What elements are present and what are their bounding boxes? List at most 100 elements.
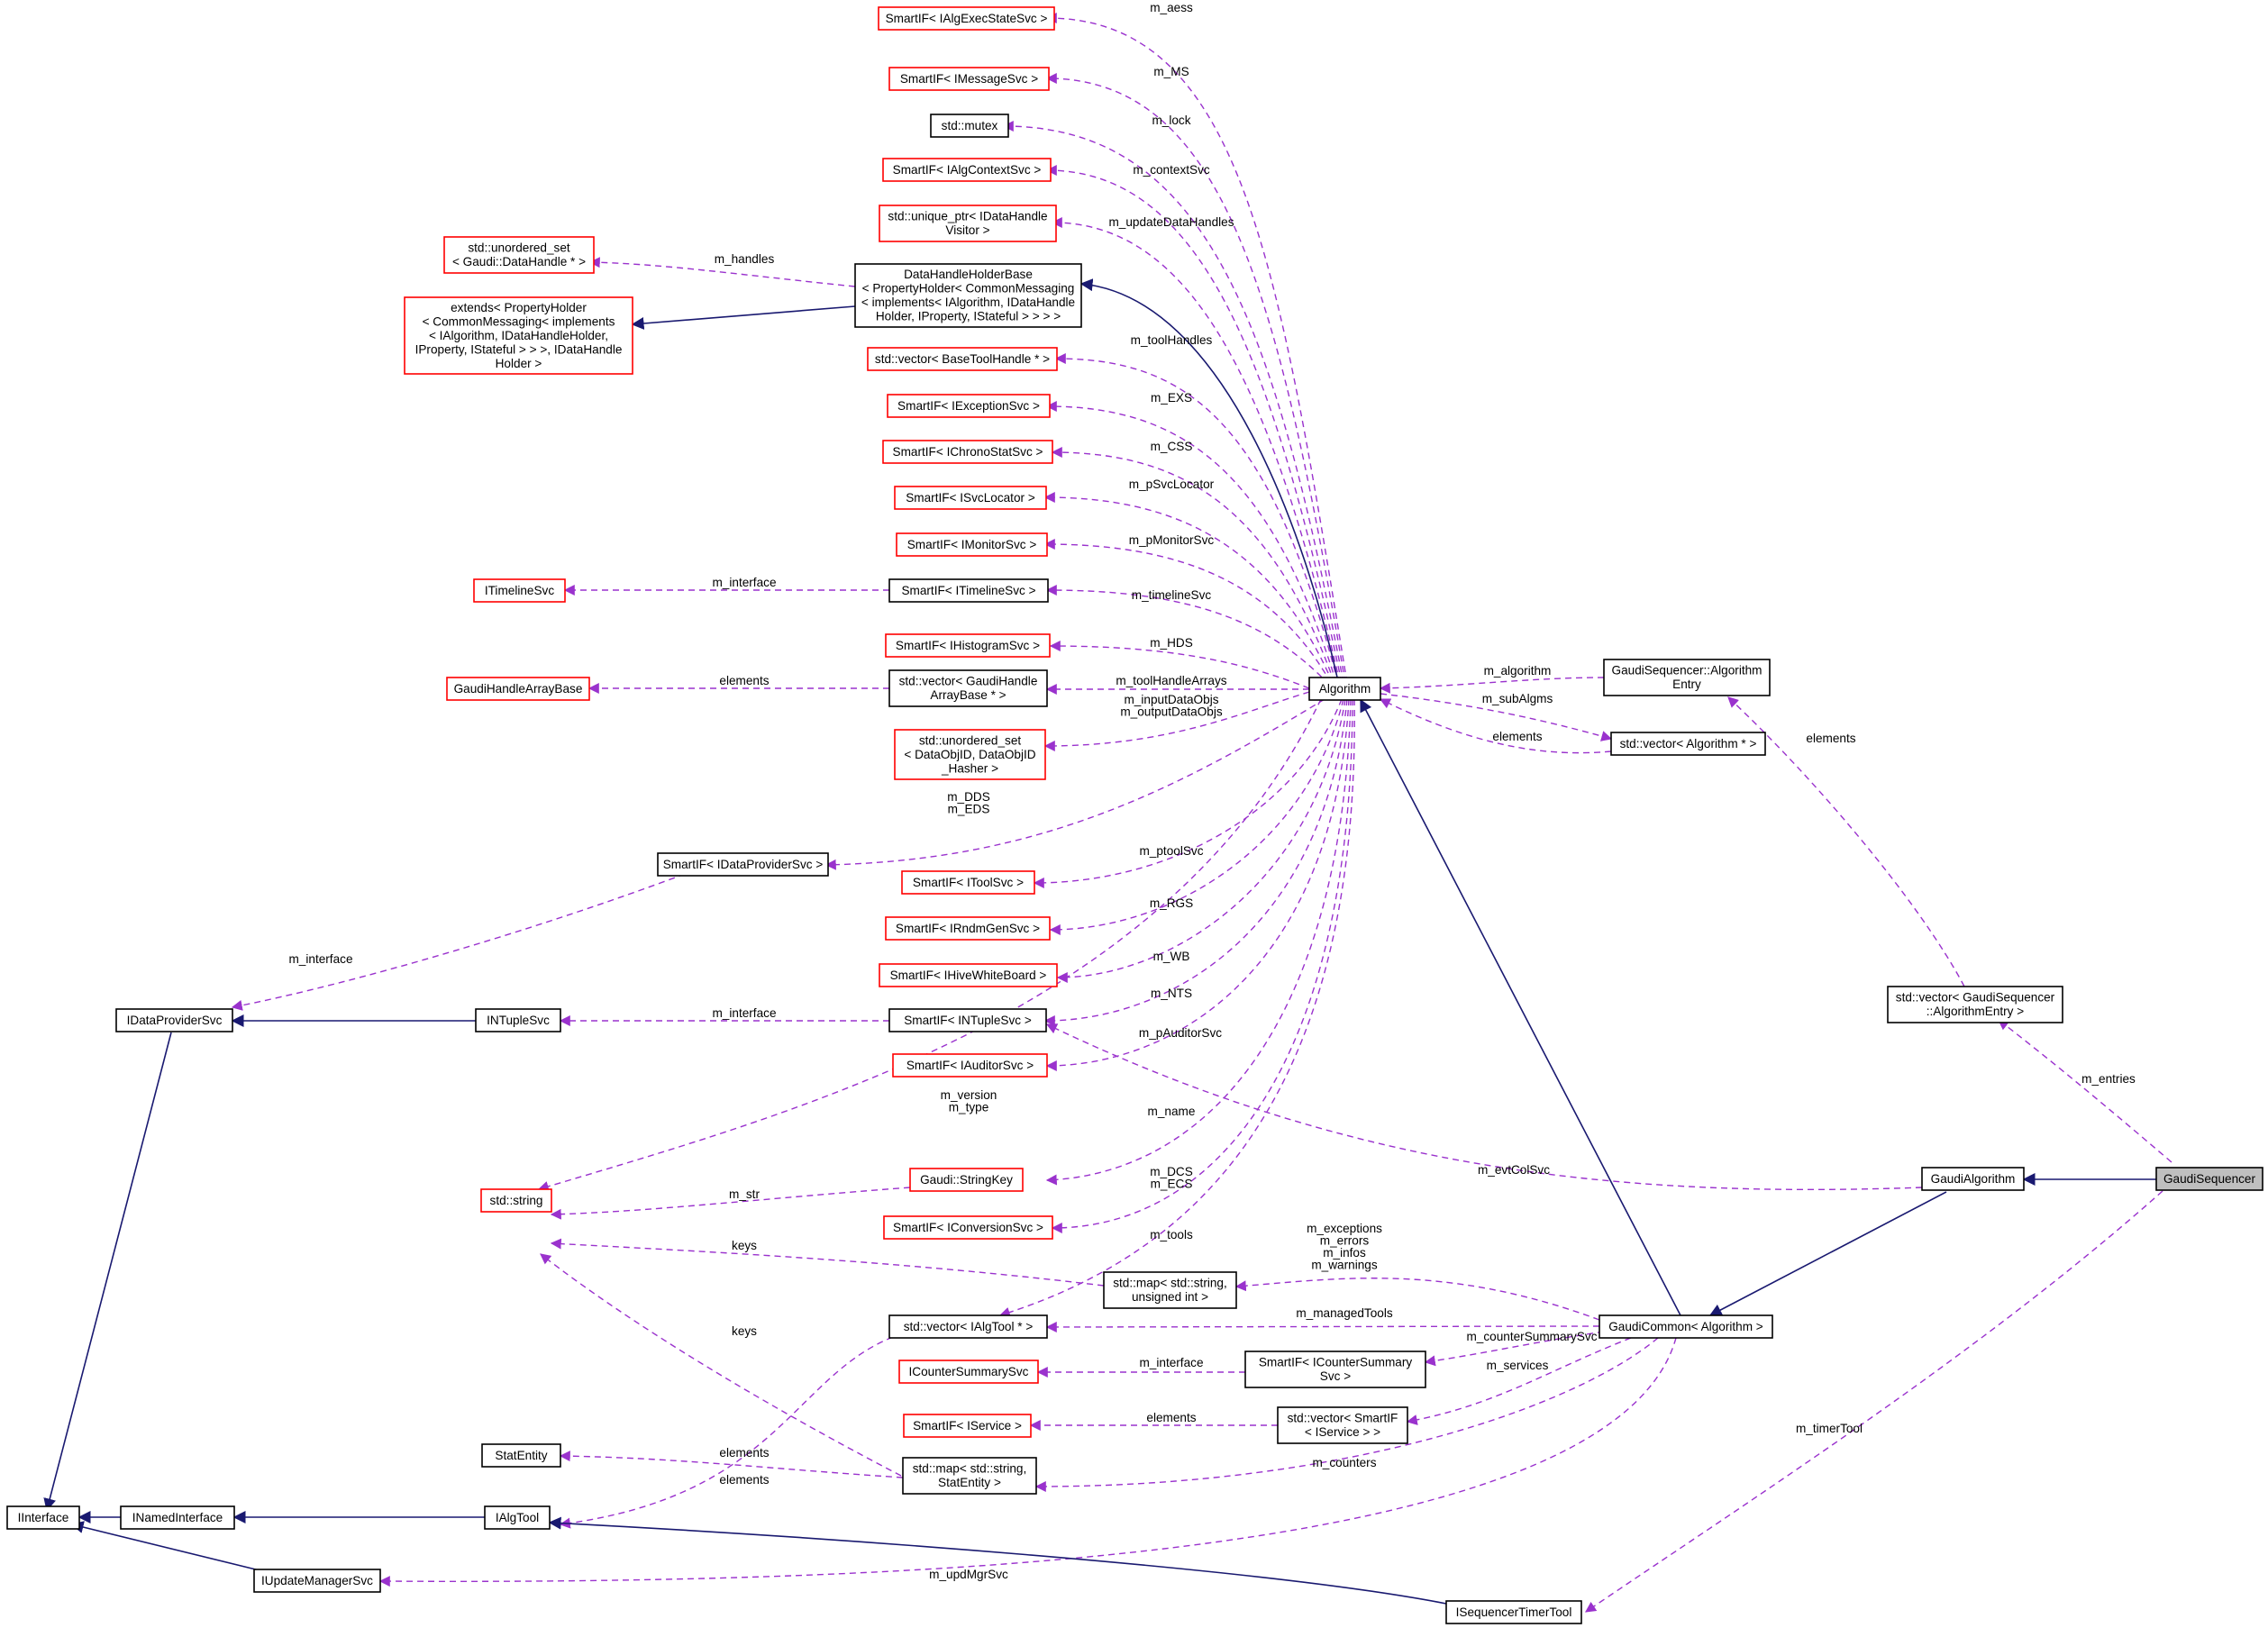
node-idataprovidersvc[interactable]: IDataProviderSvc (115, 1008, 233, 1032)
node-gaudi-stringkey[interactable]: Gaudi::StringKey (909, 1168, 1024, 1192)
edge-gsae-elements (1727, 696, 1965, 987)
node-vector-smartif-iservice[interactable]: std::vector< SmartIF< IService > > (1277, 1406, 1408, 1444)
node-smartif-idataprovidersvc[interactable]: SmartIF< IDataProviderSvc > (657, 852, 829, 877)
node-smartif-imonitorsvc[interactable]: SmartIF< IMonitorSvc > (896, 532, 1048, 557)
node-smartif-ihistogramsvc[interactable]: SmartIF< IHistogramSvc > (885, 633, 1051, 658)
node-intuplesvc[interactable]: INTupleSvc (475, 1008, 561, 1032)
node-smartif-iservice[interactable]: SmartIF< IService > (903, 1414, 1032, 1438)
node-smartif-irndmgensvc-label: SmartIF< IRndmGenSvc > (896, 922, 1040, 935)
edge-m-str (550, 1187, 911, 1220)
node-gaudisequencer-algorithmentry[interactable]: GaudiSequencer::AlgorithmEntry (1603, 659, 1771, 696)
label-sis-elements: elements (1146, 1411, 1196, 1424)
node-icountersummarysvc[interactable]: ICounterSummarySvc (898, 1360, 1039, 1384)
node-extends-propertyholder-box (404, 296, 633, 375)
node-unique-ptr-idatahandlevisitor-label: std::unique_ptr< IDataHandle (888, 210, 1047, 223)
label-m-wb: m_WB (1153, 950, 1190, 963)
node-smartif-itoolsvc[interactable]: SmartIF< IToolSvc > (901, 870, 1035, 895)
node-map-string-uint-label: unsigned int > (1132, 1290, 1208, 1304)
node-smartif-isvclocator[interactable]: SmartIF< ISvcLocator > (894, 486, 1047, 510)
node-smartif-intuplesvc[interactable]: SmartIF< INTupleSvc > (888, 1008, 1047, 1032)
edge-m-dds (824, 698, 1325, 870)
edge-m-iodataobjs (1043, 691, 1310, 751)
node-smartif-iexceptionsvc[interactable]: SmartIF< IExceptionSvc > (887, 394, 1051, 418)
node-algorithm[interactable]: Algorithm (1308, 677, 1381, 701)
label-m-pauditorsvc: m_pAuditorSvc (1139, 1026, 1222, 1040)
node-datahandleholderbase[interactable]: DataHandleHolderBase< PropertyHolder< Co… (854, 263, 1082, 328)
node-smartif-icountersummarysvc[interactable]: SmartIF< ICounterSummarySvc > (1244, 1351, 1426, 1388)
node-smartif-iconversionsvc[interactable]: SmartIF< IConversionSvc > (883, 1215, 1053, 1240)
node-gaudicommon-algorithm[interactable]: GaudiCommon< Algorithm > (1599, 1314, 1773, 1339)
node-std-mutex[interactable]: std::mutex (930, 114, 1009, 138)
node-std-mutex-box (930, 114, 1009, 138)
node-vector-algorithm-ptr-label: std::vector< Algorithm * > (1620, 737, 1757, 750)
node-std-string[interactable]: std::string (480, 1188, 552, 1213)
node-vector-gaudihandlearraybase[interactable]: std::vector< GaudiHandleArrayBase * > (888, 669, 1048, 707)
label-m-pmonitorsvc: m_pMonitorSvc (1129, 533, 1215, 547)
node-smartif-ihivewhiteboard[interactable]: SmartIF< IHiveWhiteBoard > (879, 963, 1058, 987)
edge-inherit-algorithm-dhhb (1079, 278, 1339, 682)
node-extends-propertyholder[interactable]: extends< PropertyHolder< CommonMessaging… (404, 296, 633, 375)
node-smartif-itoolsvc-label: SmartIF< IToolSvc > (913, 876, 1024, 889)
node-vector-ialgtool[interactable]: std::vector< IAlgTool * > (888, 1314, 1048, 1339)
node-unordered-set-datahandle-label: std::unordered_set (468, 241, 570, 255)
edge-m-toolhandles (1054, 353, 1339, 684)
node-smartif-ihistogramsvc-box (885, 633, 1051, 658)
edge-m-aess (1045, 13, 1348, 684)
node-smartif-idataprovidersvc-box (657, 852, 829, 877)
label-m-evtcolsvc: m_evtColSvc (1478, 1163, 1550, 1177)
node-inamedinterface[interactable]: INamedInterface (120, 1505, 235, 1530)
node-smartif-imessagesvc[interactable]: SmartIF< IMessageSvc > (888, 67, 1050, 91)
edge-m-ptoolsvc (1033, 698, 1343, 888)
node-gaudihandlearraybase[interactable]: GaudiHandleArrayBase (446, 677, 590, 701)
edge-m-timelinesvc (1045, 585, 1330, 686)
node-datahandleholderbase-label: < implements< IAlgorithm, IDataHandle (861, 296, 1075, 309)
node-smartif-iauditorsvc[interactable]: SmartIF< IAuditorSvc > (892, 1053, 1048, 1078)
node-gaudisequencer[interactable]: GaudiSequencer (2155, 1167, 2263, 1191)
node-smartif-ichronostatsvc[interactable]: SmartIF< IChronoStatSvc > (882, 440, 1053, 464)
edge-m-dcs (1051, 698, 1353, 1233)
edge-dps-interface (231, 873, 686, 1011)
node-unique-ptr-idatahandlevisitor-box (879, 205, 1057, 242)
edge-m-entries (1998, 1019, 2172, 1163)
node-map-string-statentity[interactable]: std::map< std::string,StatEntity > (902, 1457, 1037, 1495)
node-vector-algorithm-ptr[interactable]: std::vector< Algorithm * > (1610, 732, 1766, 756)
edge-inherit-stt-iat (548, 1516, 1447, 1605)
edge-m-managedtools (1045, 1321, 1600, 1332)
node-itimelinesvc[interactable]: ITimelineSvc (473, 578, 566, 603)
edge-m-ms (1045, 73, 1346, 684)
node-unordered-set-dataobjid[interactable]: std::unordered_set< DataObjID, DataObjID… (894, 729, 1046, 780)
label-m-toolhandlearrays: m_toolHandleArrays (1116, 674, 1226, 687)
node-smartif-itimelinesvc[interactable]: SmartIF< ITimelineSvc > (888, 578, 1049, 603)
node-iupdatemanagersvc-box (253, 1569, 381, 1593)
node-gaudihandlearraybase-label: GaudiHandleArrayBase (454, 682, 583, 696)
node-gaudialgorithm[interactable]: GaudiAlgorithm (1921, 1167, 2025, 1191)
node-vector-basetoolhandle[interactable]: std::vector< BaseToolHandle * > (867, 347, 1058, 371)
node-smartif-ialgcontextsvc[interactable]: SmartIF< IAlgContextSvc > (882, 158, 1052, 182)
node-extends-propertyholder-label: IProperty, IStateful > > >, IDataHandle (415, 342, 623, 356)
edge-keys-mapse (540, 1253, 902, 1477)
node-vector-gaudihandlearraybase-label: std::vector< GaudiHandle (899, 675, 1038, 688)
label-m-exceptions: m_errors (1320, 1234, 1370, 1248)
node-iupdatemanagersvc[interactable]: IUpdateManagerSvc (253, 1569, 381, 1593)
node-ialgtool[interactable]: IAlgTool (484, 1505, 551, 1530)
node-gaudisequencer-algorithmentry-label: Entry (1672, 678, 1701, 691)
node-vector-gaudisequencer-algorithmentry[interactable]: std::vector< GaudiSequencer::AlgorithmEn… (1887, 986, 2063, 1023)
node-gaudi-stringkey-box (909, 1168, 1024, 1192)
node-smartif-ialgexecstatesvc[interactable]: SmartIF< IAlgExecStateSvc > (878, 6, 1055, 31)
edge-keys-mapsi (550, 1238, 1105, 1287)
node-unordered-set-dataobjid-label: _Hasher > (941, 761, 998, 775)
edge-m-css (1051, 447, 1335, 684)
edge-labels: m_aessm_MSm_lockm_contextSvcm_updateData… (288, 1, 2136, 1581)
node-smartif-imonitorsvc-label: SmartIF< IMonitorSvc > (907, 538, 1037, 551)
node-iinterface[interactable]: IInterface (6, 1505, 80, 1530)
node-unordered-set-datahandle[interactable]: std::unordered_set< Gaudi::DataHandle * … (443, 236, 595, 274)
label-ghab-elements: elements (719, 674, 769, 687)
node-isequencertimertool[interactable]: ISequencerTimerTool (1445, 1600, 1582, 1624)
node-iinterface-box (6, 1505, 80, 1530)
node-map-string-uint[interactable]: std::map< std::string,unsigned int > (1103, 1271, 1237, 1309)
node-gaudisequencer-label: GaudiSequencer (2163, 1172, 2255, 1186)
node-statentity[interactable]: StatEntity (481, 1443, 561, 1468)
node-smartif-irndmgensvc[interactable]: SmartIF< IRndmGenSvc > (885, 916, 1051, 941)
edge-m-updatedatahandles (1051, 217, 1341, 684)
